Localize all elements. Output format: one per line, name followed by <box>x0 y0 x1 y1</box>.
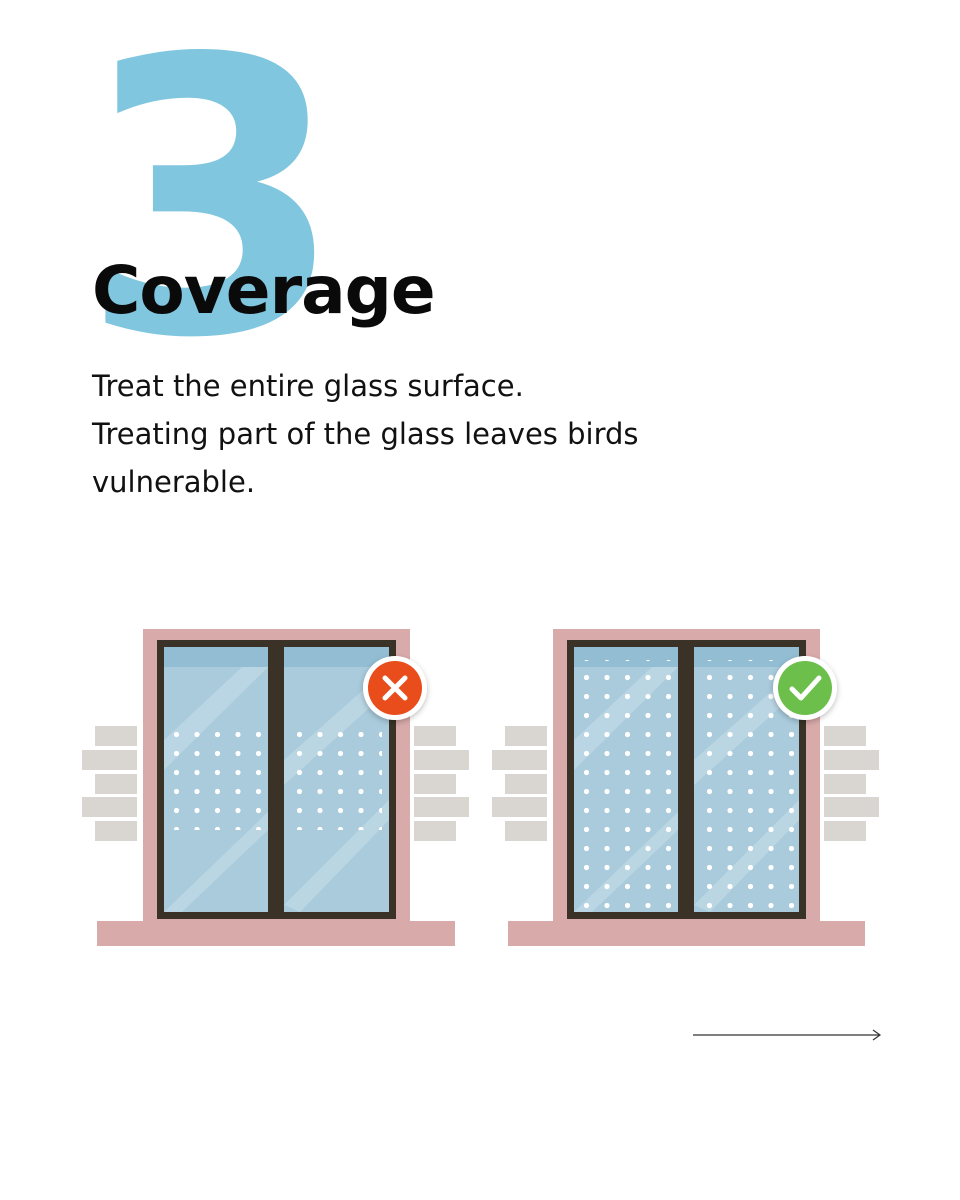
slide-body: Treat the entire glass surface. Treating… <box>92 362 732 506</box>
left-window <box>82 629 469 946</box>
slide-title: Coverage <box>92 252 436 329</box>
arrow-right-icon[interactable] <box>692 1026 884 1044</box>
body-line: Treating part of the glass leaves birds <box>92 417 639 451</box>
window-sill <box>97 921 455 946</box>
brick-wall-left <box>82 726 469 841</box>
full-dot-pattern <box>584 660 674 910</box>
partial-dot-pattern <box>292 732 382 830</box>
window-comparison-illustration <box>82 629 879 946</box>
check-icon <box>773 656 837 720</box>
partial-dot-pattern <box>174 732 264 830</box>
right-window <box>492 629 879 946</box>
body-line: vulnerable. <box>92 465 256 499</box>
slide-number: 3 <box>80 0 344 421</box>
window-sill <box>508 921 865 946</box>
brick-wall-right <box>492 726 879 841</box>
x-icon <box>363 656 427 720</box>
body-line: Treat the entire glass surface. <box>92 369 524 403</box>
